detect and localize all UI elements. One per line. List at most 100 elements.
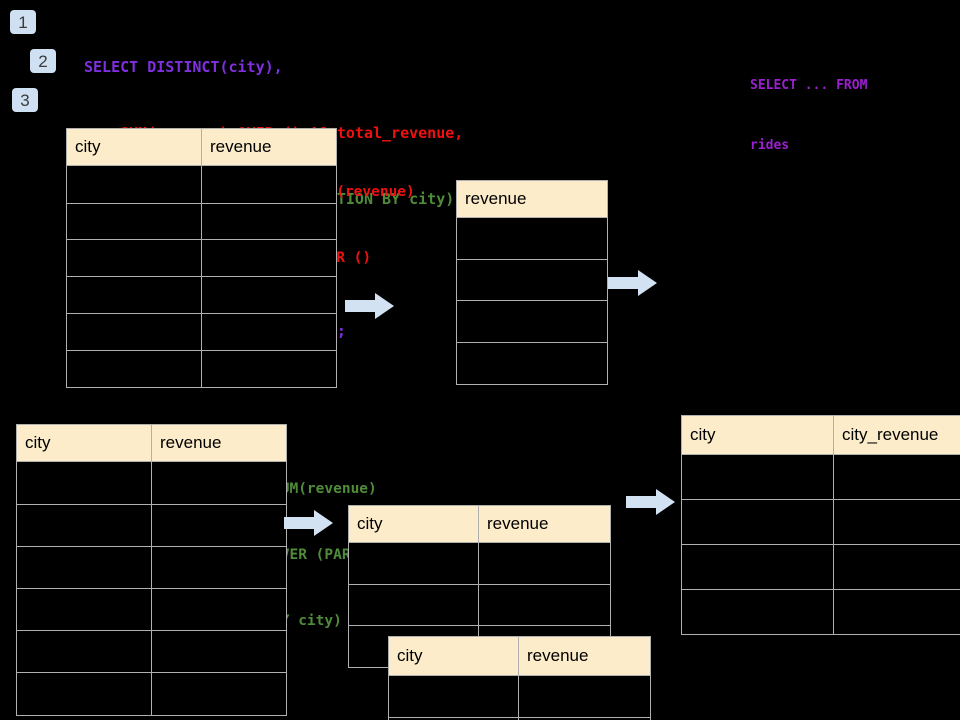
table-cell — [16, 546, 152, 589]
table-row — [456, 217, 608, 260]
table-cell — [66, 276, 202, 314]
step-badge-1: 1 — [10, 10, 36, 34]
column-header-revenue: revenue — [201, 128, 337, 166]
table-row — [456, 342, 608, 385]
table-row — [456, 300, 608, 343]
table-cell — [16, 630, 152, 673]
step-badge-2-label: 2 — [38, 51, 48, 71]
table-cell — [66, 239, 202, 277]
table-cell — [201, 313, 337, 351]
annotation-select-from-rides-line2: rides — [750, 138, 790, 153]
column-header-city: city — [66, 128, 202, 166]
table-row — [681, 589, 960, 635]
table-cell — [16, 461, 152, 505]
table-cell — [833, 499, 960, 545]
table-row — [66, 203, 337, 240]
table-row — [348, 584, 611, 626]
arrow-rides-to-partition-icon — [284, 510, 333, 536]
column-header-city: city — [388, 636, 519, 676]
step-badge-3-label: 3 — [20, 90, 30, 110]
table-cell — [456, 259, 608, 301]
table-total-revenue: revenue — [456, 180, 608, 385]
table-cell — [66, 165, 202, 204]
table-cell — [348, 542, 479, 585]
table-header-row: city revenue — [66, 128, 337, 166]
table-row — [16, 630, 287, 673]
table-cell — [66, 350, 202, 388]
annotation-select-from-rides: SELECT ... FROM rides — [750, 36, 867, 196]
table-cell — [478, 584, 611, 626]
step-badge-1-label: 1 — [18, 12, 28, 32]
table-row — [388, 717, 651, 720]
table-cell — [201, 165, 337, 204]
step-badge-3: 3 — [12, 88, 38, 112]
table-cell — [478, 542, 611, 585]
sql-line-select: SELECT DISTINCT(city), — [84, 58, 283, 76]
table-result: city city_revenue — [681, 415, 960, 635]
table-row — [66, 239, 337, 277]
table-cell — [833, 544, 960, 590]
arrow-total-to-result-icon — [608, 270, 657, 296]
table-row — [16, 504, 287, 547]
table-row — [681, 454, 960, 500]
table-cell — [16, 672, 152, 716]
table-row — [16, 588, 287, 631]
table-partition-front: city revenue — [388, 636, 651, 720]
table-row — [66, 350, 337, 388]
table-row — [66, 165, 337, 204]
table-row — [66, 276, 337, 314]
table-header-row: revenue — [456, 180, 608, 218]
table-cell — [833, 454, 960, 500]
table-row — [681, 544, 960, 590]
column-header-revenue: revenue — [456, 180, 608, 218]
table-row — [388, 675, 651, 718]
column-header-revenue: revenue — [151, 424, 287, 462]
table-cell — [151, 630, 287, 673]
table-row — [456, 259, 608, 301]
table-cell — [681, 544, 834, 590]
column-header-city: city — [681, 415, 834, 455]
column-header-city-revenue: city_revenue — [833, 415, 960, 455]
column-header-city: city — [16, 424, 152, 462]
table-cell — [151, 504, 287, 547]
table-cell — [681, 499, 834, 545]
arrow-partition-to-result-icon — [626, 489, 675, 515]
table-cell — [681, 454, 834, 500]
table-cell — [456, 342, 608, 385]
table-cell — [151, 461, 287, 505]
table-header-row: city revenue — [348, 505, 611, 543]
step-badge-2: 2 — [30, 49, 56, 73]
table-row — [348, 542, 611, 585]
table-cell — [151, 546, 287, 589]
table-cell — [518, 675, 651, 718]
table-row — [681, 499, 960, 545]
table-cell — [16, 504, 152, 547]
table-cell — [151, 672, 287, 716]
table-cell — [833, 589, 960, 635]
table-header-row: city revenue — [16, 424, 287, 462]
table-cell — [681, 589, 834, 635]
table-cell — [518, 717, 651, 720]
table-rides-top: city revenue — [66, 128, 337, 388]
table-rides-bottom: city revenue — [16, 424, 287, 716]
table-cell — [456, 217, 608, 260]
table-cell — [456, 300, 608, 343]
column-header-revenue: revenue — [478, 505, 611, 543]
table-row — [16, 672, 287, 716]
table-cell — [66, 313, 202, 351]
table-header-row: city city_revenue — [681, 415, 960, 455]
table-cell — [348, 584, 479, 626]
table-header-row: city revenue — [388, 636, 651, 676]
arrow-rides-to-total-icon — [345, 293, 394, 319]
table-cell — [66, 203, 202, 240]
annotation-sum-over-partition-line1: SUM(revenue) — [272, 481, 377, 497]
table-cell — [151, 588, 287, 631]
table-cell — [201, 350, 337, 388]
column-header-revenue: revenue — [518, 636, 651, 676]
column-header-city: city — [348, 505, 479, 543]
table-cell — [388, 675, 519, 718]
table-cell — [201, 203, 337, 240]
table-row — [16, 461, 287, 505]
table-cell — [201, 276, 337, 314]
